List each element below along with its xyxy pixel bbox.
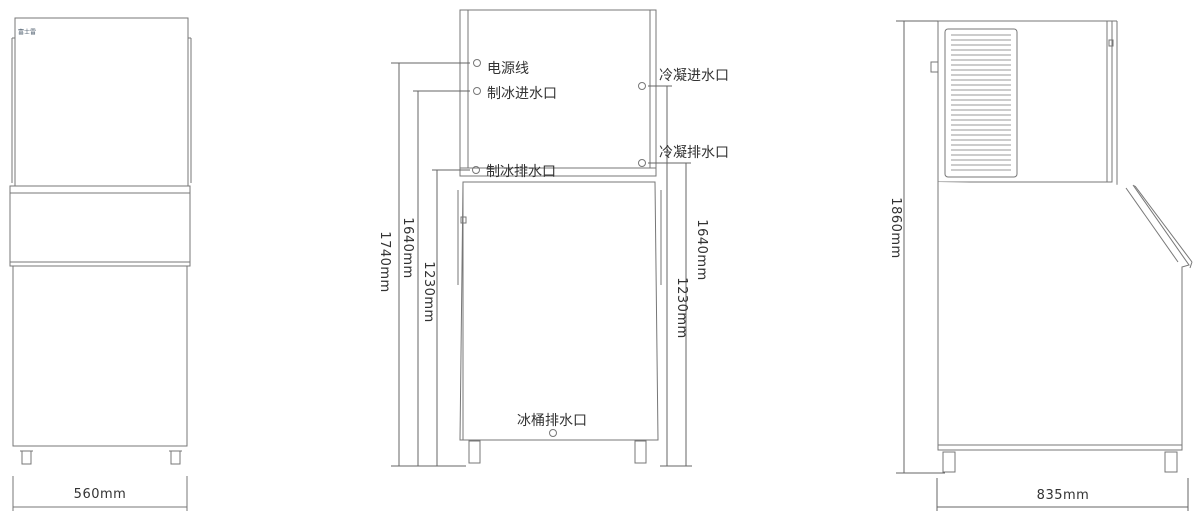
side-handle xyxy=(930,61,939,73)
front-storage-bin xyxy=(12,265,188,447)
side-dimension-lines xyxy=(896,20,1189,511)
side-lower-body xyxy=(937,182,1193,473)
back-foot-right xyxy=(634,440,647,464)
back-dimension-lines xyxy=(391,62,692,467)
back-bin-latch xyxy=(460,216,467,224)
left-outer-height-label: 1740mm xyxy=(377,231,392,292)
side-depth-label: 835mm xyxy=(1037,488,1090,503)
ice-drain-port-icon xyxy=(472,166,480,174)
back-ice-maker-head xyxy=(459,9,657,177)
left-inner-height-label: 1230mm xyxy=(421,261,436,322)
bin-drain-label: 冰桶排水口 xyxy=(517,413,587,429)
side-foot-left xyxy=(942,451,956,473)
side-label-tag xyxy=(1108,39,1114,47)
condenser-drain-port-icon xyxy=(638,159,646,167)
condenser-inlet-label: 冷凝进水口 xyxy=(659,68,729,84)
front-foot-left xyxy=(21,450,32,465)
front-transition-band xyxy=(9,185,191,267)
power-cord-port-icon xyxy=(473,59,481,67)
condenser-inlet-port-icon xyxy=(638,82,646,90)
right-inner-height-label: 1230mm xyxy=(674,277,689,338)
side-height-label: 1860mm xyxy=(888,197,903,258)
condenser-drain-label: 冷凝排水口 xyxy=(659,145,729,161)
brand-logo-text: 富士雷 xyxy=(18,28,36,36)
back-storage-bin xyxy=(459,181,659,441)
back-view xyxy=(457,9,662,464)
bin-drain-port-icon xyxy=(549,429,557,437)
front-foot-right xyxy=(170,450,181,465)
ice-water-inlet-port-icon xyxy=(473,87,481,95)
side-storage-bin xyxy=(937,182,1190,451)
front-ice-maker-head xyxy=(14,17,189,187)
front-view xyxy=(9,17,192,511)
side-foot-right xyxy=(1164,451,1178,473)
left-middle-height-label: 1640mm xyxy=(400,217,415,278)
ice-water-inlet-label: 制冰进水口 xyxy=(487,86,557,102)
condenser-louver-slats xyxy=(951,34,1011,171)
ice-drain-label: 制冰排水口 xyxy=(486,164,556,180)
power-cord-label: 电源线 xyxy=(487,61,529,77)
right-outer-height-label: 1640mm xyxy=(694,219,709,280)
back-foot-left xyxy=(468,440,481,464)
front-width-label: 560mm xyxy=(74,487,127,502)
